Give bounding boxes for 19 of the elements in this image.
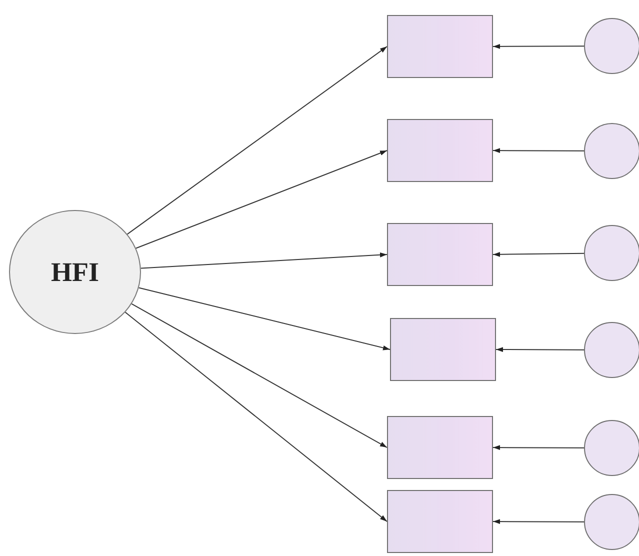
arrow xyxy=(138,287,390,350)
indicator-box xyxy=(387,223,493,286)
arrow xyxy=(131,303,388,448)
arrow xyxy=(492,252,584,257)
indicator-box xyxy=(390,318,496,381)
arrow xyxy=(135,150,388,249)
arrow xyxy=(124,312,388,522)
arrow xyxy=(140,252,388,269)
indicator-box xyxy=(387,490,493,553)
arrow xyxy=(126,46,388,235)
indicator-box xyxy=(387,416,493,479)
indicator-box xyxy=(387,15,493,78)
arrow xyxy=(492,44,584,49)
arrow xyxy=(492,519,584,524)
variable-label: HFI xyxy=(50,256,99,288)
arrow xyxy=(492,445,584,450)
indicator-box xyxy=(387,119,493,182)
arrow xyxy=(492,148,584,153)
arrow xyxy=(496,347,584,352)
